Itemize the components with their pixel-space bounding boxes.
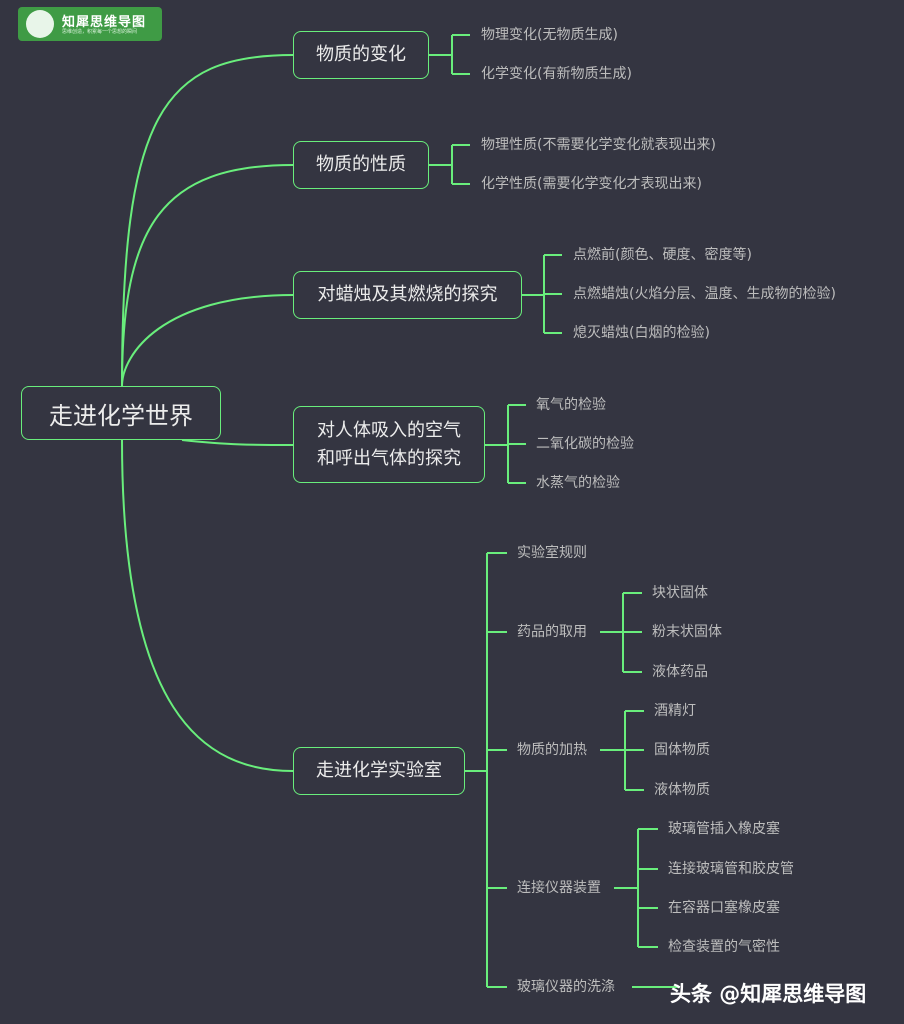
topic-candle-exploration[interactable]: 对蜡烛及其燃烧的探究 xyxy=(293,271,522,319)
topic-label: 对蜡烛及其燃烧的探究 xyxy=(317,284,498,305)
topic-substance-change[interactable]: 物质的变化 xyxy=(293,31,429,79)
detail-item[interactable]: 液体药品 xyxy=(652,664,708,680)
brand-logo: 知犀思维导图 思维创造，积累每一个思想的瞬间 xyxy=(18,7,162,41)
topic-label-line1: 对人体吸入的空气 xyxy=(317,419,461,441)
subtopic-heating[interactable]: 物质的加热 xyxy=(517,742,587,758)
detail-item[interactable]: 酒精灯 xyxy=(654,703,696,719)
detail-item[interactable]: 液体物质 xyxy=(654,782,710,798)
topic-label: 走进化学实验室 xyxy=(316,760,442,781)
topic-label-line2: 和呼出气体的探究 xyxy=(317,447,461,469)
root-topic[interactable]: 走进化学世界 xyxy=(21,386,221,440)
subtopic[interactable]: 熄灭蜡烛(白烟的检验) xyxy=(573,325,710,341)
detail-item[interactable]: 玻璃管插入橡皮塞 xyxy=(668,821,780,837)
subtopic[interactable]: 点燃蜡烛(火焰分层、温度、生成物的检验) xyxy=(573,286,836,302)
detail-item[interactable]: 检查装置的气密性 xyxy=(668,939,780,955)
logo-slogan: 思维创造，积累每一个思想的瞬间 xyxy=(62,29,138,35)
detail-item[interactable]: 粉末状固体 xyxy=(652,624,722,640)
topic-substance-properties[interactable]: 物质的性质 xyxy=(293,141,429,189)
detail-item[interactable]: 块状固体 xyxy=(652,585,708,601)
topic-label: 物质的性质 xyxy=(316,154,406,175)
topic-breath-exploration[interactable]: 对人体吸入的空气 和呼出气体的探究 xyxy=(293,406,485,483)
topic-label: 物质的变化 xyxy=(316,44,406,65)
rhino-icon xyxy=(26,10,54,38)
subtopic-lab-rules[interactable]: 实验室规则 xyxy=(517,545,587,561)
subtopic-reagent-taking[interactable]: 药品的取用 xyxy=(517,624,587,640)
connector-line xyxy=(121,54,294,387)
topic-chem-lab[interactable]: 走进化学实验室 xyxy=(293,747,465,795)
detail-item[interactable]: 在容器口塞橡皮塞 xyxy=(668,900,780,916)
subtopic-connect-apparatus[interactable]: 连接仪器装置 xyxy=(517,880,601,896)
subtopic[interactable]: 水蒸气的检验 xyxy=(536,475,620,491)
logo-title: 知犀思维导图 xyxy=(62,15,147,30)
subtopic[interactable]: 点燃前(颜色、硬度、密度等) xyxy=(573,247,752,263)
subtopic[interactable]: 物理性质(不需要化学变化就表现出来) xyxy=(481,137,716,153)
detail-item[interactable]: 连接玻璃管和胶皮管 xyxy=(668,861,794,877)
subtopic[interactable]: 二氧化碳的检验 xyxy=(536,436,634,452)
subtopic[interactable]: 物理变化(无物质生成) xyxy=(481,27,618,43)
subtopic[interactable]: 化学变化(有新物质生成) xyxy=(481,66,632,82)
connector-line xyxy=(181,439,294,446)
detail-item[interactable]: 固体物质 xyxy=(654,742,710,758)
subtopic[interactable]: 氧气的检验 xyxy=(536,397,606,413)
connector-line xyxy=(121,164,294,387)
subtopic-glassware-washing[interactable]: 玻璃仪器的洗涤 xyxy=(517,979,615,995)
root-label: 走进化学世界 xyxy=(49,401,193,430)
subtopic[interactable]: 化学性质(需要化学变化才表现出来) xyxy=(481,176,702,192)
connector-line xyxy=(121,294,294,387)
connector-line xyxy=(121,439,294,772)
watermark: 头条 @知犀思维导图 xyxy=(670,982,867,1006)
